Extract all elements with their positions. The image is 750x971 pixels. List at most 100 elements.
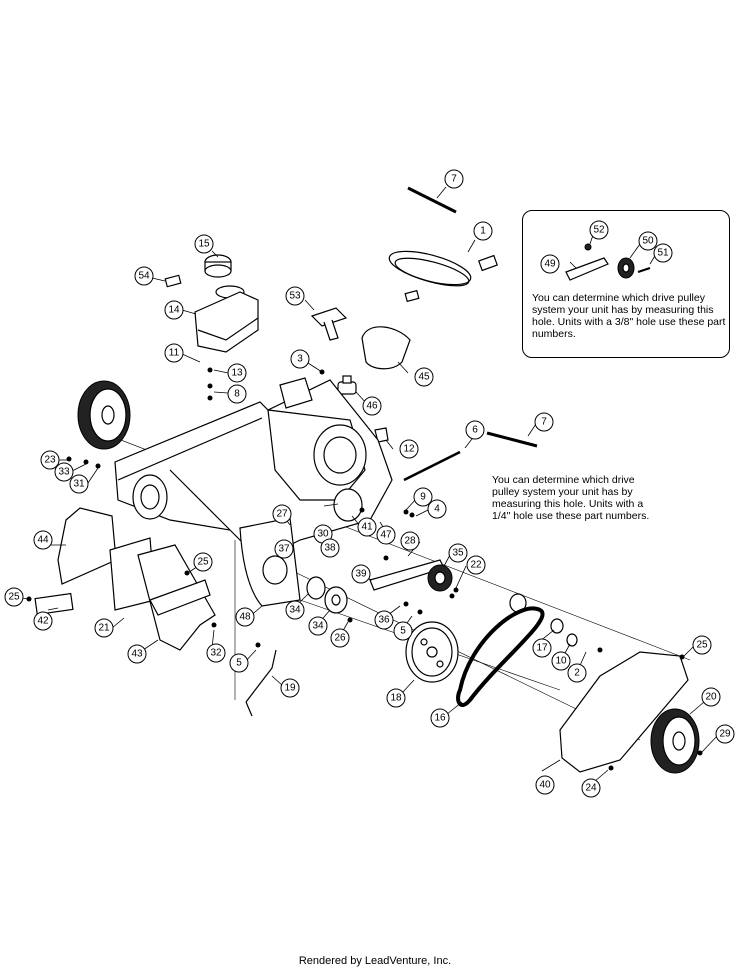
svg-text:24: 24 — [585, 783, 597, 794]
svg-text:47: 47 — [380, 530, 392, 541]
auger-side-plate — [239, 517, 301, 607]
plate-42 — [34, 592, 74, 616]
callout-17: 17 — [532, 638, 552, 658]
svg-text:32: 32 — [210, 648, 222, 659]
callout-45: 45 — [414, 367, 434, 387]
bearing-34a — [306, 576, 326, 600]
svg-text:20: 20 — [705, 692, 717, 703]
svg-text:50: 50 — [642, 236, 654, 247]
callout-6: 6 — [465, 420, 485, 440]
callout-43: 43 — [127, 644, 147, 664]
svg-text:23: 23 — [44, 455, 56, 466]
note-three-eighths-hole: You can determine which drive pulley sys… — [532, 292, 726, 340]
t-handle — [310, 307, 348, 341]
wheel-right — [650, 708, 700, 774]
svg-text:25: 25 — [197, 557, 209, 568]
svg-text:37: 37 — [278, 544, 290, 555]
side-frame — [57, 507, 117, 585]
callout-51: 51 — [653, 243, 673, 263]
belt-cover — [559, 651, 689, 773]
footer-credit: Rendered by LeadVenture, Inc. — [298, 955, 452, 967]
callout-44: 44 — [33, 530, 53, 550]
callout-34b: 34 — [308, 616, 328, 636]
svg-text:25: 25 — [696, 640, 708, 651]
callout-36: 36 — [374, 610, 394, 630]
callout-42: 42 — [33, 611, 53, 631]
callout-10: 10 — [551, 651, 571, 671]
fuel-cap — [204, 254, 232, 278]
svg-text:43: 43 — [131, 649, 143, 660]
callout-29: 29 — [715, 724, 735, 744]
svg-text:7: 7 — [541, 417, 547, 428]
svg-text:12: 12 — [403, 444, 415, 455]
callout-22: 22 — [466, 555, 486, 575]
svg-text:6: 6 — [472, 425, 478, 436]
svg-text:4: 4 — [434, 504, 440, 515]
callout-32: 32 — [206, 643, 226, 663]
svg-text:10: 10 — [555, 656, 567, 667]
callout-5a: 5 — [393, 621, 413, 641]
bearing-34b-inner — [331, 594, 341, 606]
callout-31: 31 — [69, 474, 89, 494]
callout-9: 9 — [413, 487, 433, 507]
callout-47: 47 — [376, 525, 396, 545]
svg-text:28: 28 — [404, 536, 416, 547]
callout-48: 48 — [235, 607, 255, 627]
callout-26: 26 — [330, 628, 350, 648]
svg-text:33: 33 — [58, 467, 70, 478]
callout-35: 35 — [448, 543, 468, 563]
callout-18: 18 — [386, 688, 406, 708]
callout-54: 54 — [134, 266, 154, 286]
callout-28: 28 — [400, 531, 420, 551]
callout-24: 24 — [581, 778, 601, 798]
callout-13: 13 — [227, 363, 247, 383]
engine-frame — [114, 377, 393, 561]
power-cord — [388, 250, 498, 303]
svg-text:13: 13 — [231, 368, 243, 379]
drive-belt — [456, 606, 545, 707]
svg-text:19: 19 — [284, 683, 296, 694]
bracket-43b — [149, 579, 211, 616]
svg-text:30: 30 — [317, 529, 329, 540]
chute-handle — [361, 326, 411, 370]
callout-2: 2 — [567, 663, 587, 683]
svg-text:49: 49 — [544, 259, 556, 270]
svg-text:35: 35 — [452, 548, 464, 559]
svg-text:48: 48 — [239, 612, 251, 623]
callout-19: 19 — [280, 678, 300, 698]
svg-text:41: 41 — [361, 522, 373, 533]
svg-text:34: 34 — [289, 605, 301, 616]
svg-text:27: 27 — [276, 509, 288, 520]
callout-37: 37 — [274, 539, 294, 559]
svg-text:5: 5 — [400, 626, 406, 637]
callout-20: 20 — [701, 687, 721, 707]
callout-25b: 25 — [4, 587, 24, 607]
svg-text:26: 26 — [334, 633, 346, 644]
svg-text:22: 22 — [470, 560, 482, 571]
svg-text:11: 11 — [169, 348, 180, 359]
washer — [550, 618, 564, 634]
callout-4: 4 — [427, 499, 447, 519]
svg-text:51: 51 — [657, 248, 669, 259]
svg-text:25: 25 — [8, 592, 20, 603]
svg-text:5: 5 — [236, 658, 242, 669]
svg-text:3: 3 — [297, 354, 303, 365]
svg-text:52: 52 — [593, 225, 605, 236]
axle-rod-right — [486, 431, 538, 448]
svg-text:9: 9 — [420, 492, 426, 503]
callout-7b: 7 — [534, 412, 554, 432]
callout-3: 3 — [290, 349, 310, 369]
washer — [566, 633, 578, 647]
axle-rod-top — [407, 186, 457, 214]
svg-text:53: 53 — [289, 291, 301, 302]
primer-bulb — [337, 375, 357, 395]
callout-52: 52 — [589, 220, 609, 240]
svg-text:45: 45 — [418, 372, 430, 383]
svg-text:36: 36 — [378, 615, 390, 626]
inset-box — [522, 210, 730, 358]
svg-text:42: 42 — [37, 616, 49, 627]
callout-33: 33 — [54, 462, 74, 482]
svg-text:34: 34 — [312, 621, 324, 632]
auger-pulley-18 — [405, 621, 459, 683]
